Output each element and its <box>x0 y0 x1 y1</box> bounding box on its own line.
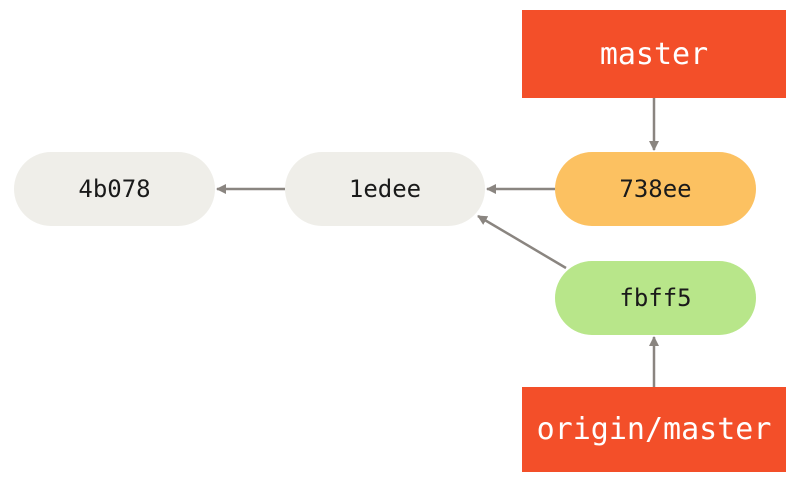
commit-4b078: 4b078 <box>14 152 215 226</box>
branch-master-label: master <box>599 36 709 72</box>
commit-1edee-label: 1edee <box>348 175 422 203</box>
branch-origin-master-label: origin/master <box>536 412 772 447</box>
branch-origin-master: origin/master <box>522 387 786 472</box>
commit-738ee-label: 738ee <box>619 175 692 203</box>
commit-4b078-label: 4b078 <box>78 175 151 203</box>
commit-fbff5: fbff5 <box>555 261 756 335</box>
commit-738ee: 738ee <box>555 152 756 226</box>
arrow-fbff5-to-1edee <box>477 214 567 270</box>
branch-master: master <box>522 10 786 98</box>
commit-1edee: 1edee <box>285 152 485 226</box>
commit-fbff5-label: fbff5 <box>619 284 692 312</box>
